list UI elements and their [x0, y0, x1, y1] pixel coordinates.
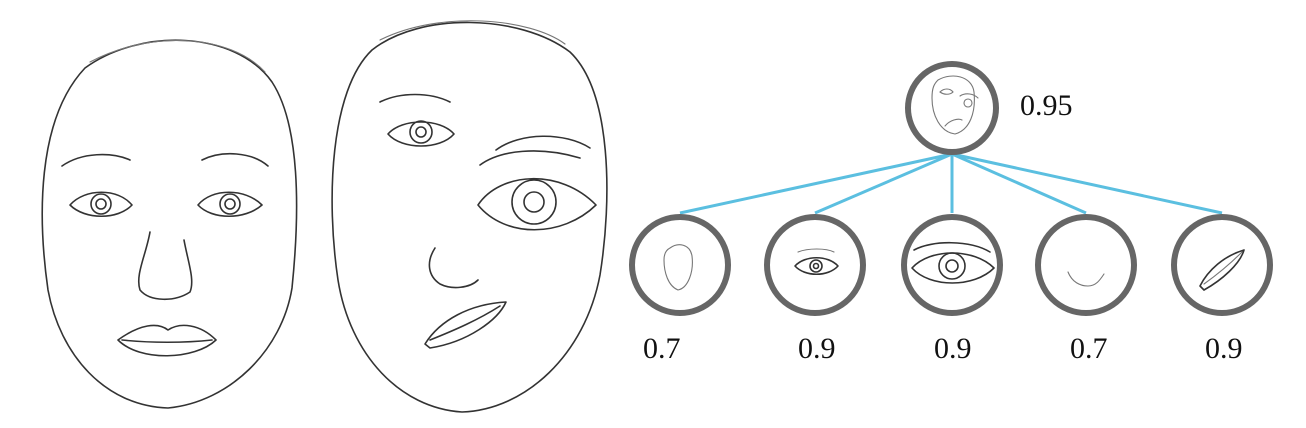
child-node-large-eye [901, 214, 1003, 316]
root-node [905, 61, 999, 155]
normal-face-sketch [41, 39, 298, 409]
child-score-large-eye: 0.9 [934, 332, 972, 365]
tree-edges [679, 152, 1223, 215]
edge-root-child-2 [814, 152, 953, 215]
child-score-eye: 0.9 [798, 332, 836, 365]
child-node-nose [1035, 214, 1137, 316]
child-score-nose: 0.7 [1070, 332, 1108, 365]
child-node-eye [764, 214, 866, 316]
child-node-face-outline [629, 214, 731, 316]
scrambled-face-sketch [331, 20, 608, 413]
edge-root-child-4 [951, 152, 1087, 215]
child-node-lips [1171, 214, 1273, 316]
edge-root-child-1 [679, 152, 953, 215]
root-score: 0.95 [1020, 89, 1073, 122]
child-score-face-outline: 0.7 [643, 332, 681, 365]
edge-root-child-5 [951, 152, 1223, 215]
child-score-lips: 0.9 [1205, 332, 1243, 365]
